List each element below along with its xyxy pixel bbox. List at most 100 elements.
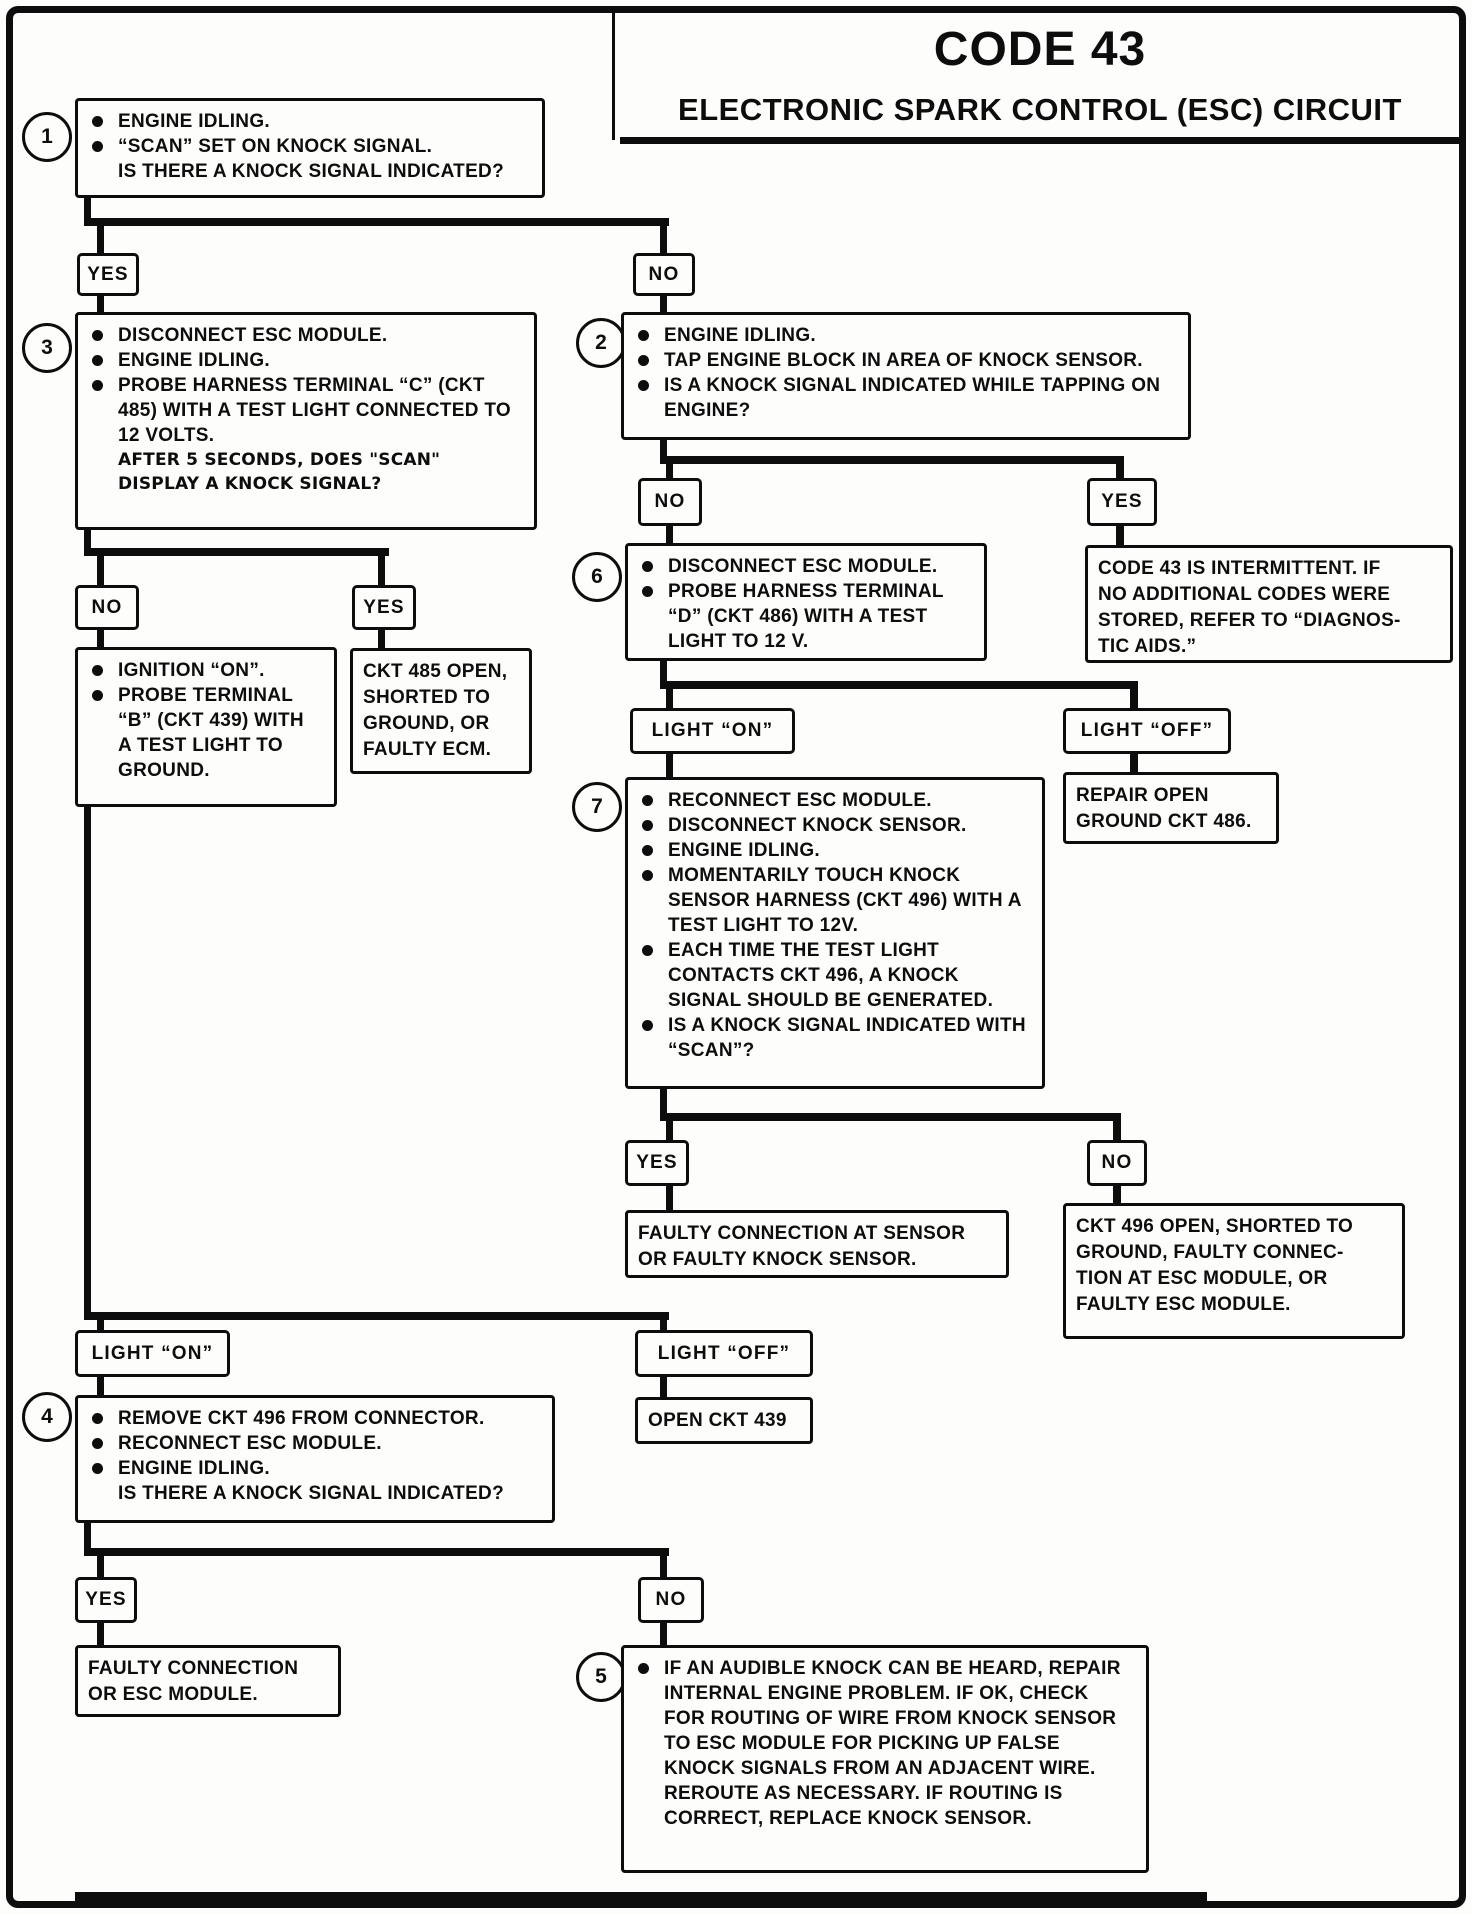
bullet-icon <box>642 845 653 856</box>
connector-line <box>84 807 91 1320</box>
result-line: FAULTY ECM. <box>363 739 492 760</box>
result-line: GROUND, OR <box>363 713 490 734</box>
yes-label-step1: YES <box>77 253 139 296</box>
connector-line <box>1116 526 1124 545</box>
step7-bullet-3: ENGINE IDLING. <box>668 840 820 861</box>
step-number-4: 4 <box>22 1392 72 1442</box>
no-label-step2: NO <box>638 478 702 526</box>
bullet-icon <box>642 1020 653 1031</box>
bullet-icon <box>92 330 103 341</box>
step3-bullet-3: PROBE HARNESS TERMINAL “C” (CKT 485) WIT… <box>118 375 511 446</box>
connector-line <box>1116 456 1124 478</box>
connector-line <box>660 218 667 253</box>
bullet-icon <box>92 690 103 701</box>
light-off-label-right: LIGHT “OFF” <box>1063 708 1231 754</box>
bullet-icon <box>638 355 649 366</box>
connector-line <box>378 548 385 585</box>
connector-line <box>660 1623 667 1645</box>
connector-line <box>660 1548 667 1577</box>
bullet-icon <box>638 1663 649 1674</box>
light-on-label-right: LIGHT “ON” <box>630 708 795 754</box>
bullet-icon <box>92 1438 103 1449</box>
connector-line <box>97 218 104 253</box>
intermittent-result-box: CODE 43 IS INTERMITTENT. IF NO ADDITIONA… <box>1085 545 1453 663</box>
step-number-6: 6 <box>572 552 622 602</box>
no-label-step7: NO <box>1087 1140 1147 1186</box>
connector-line <box>660 681 1138 689</box>
connector-line <box>378 630 385 648</box>
connector-line <box>84 198 91 222</box>
result-line: NO ADDITIONAL CODES WERE <box>1098 584 1391 605</box>
step7-bullet-4: MOMENTARILY TOUCH KNOCK SENSOR HARNESS (… <box>668 865 1022 936</box>
result-line: TIC AIDS.” <box>1098 636 1197 657</box>
step4-box: REMOVE CKT 496 FROM CONNECTOR. RECONNECT… <box>75 1395 555 1523</box>
step4-bullet-1: REMOVE CKT 496 FROM CONNECTOR. <box>118 1408 485 1429</box>
connector-line <box>660 296 667 312</box>
probe-b-bullet-1: IGNITION “ON”. <box>118 660 265 681</box>
bullet-icon <box>642 870 653 881</box>
connector-line <box>97 630 104 647</box>
yes-label-step2: YES <box>1087 478 1157 526</box>
connector-line <box>666 456 673 478</box>
result-line: FAULTY ESC MODULE. <box>1076 1294 1291 1315</box>
step4-bullet-3: ENGINE IDLING. <box>118 1458 270 1479</box>
probe-b-bullet-2: PROBE TERMINAL “B” (CKT 439) WITH A TEST… <box>118 685 304 781</box>
result-line: TION AT ESC MODULE, OR <box>1076 1268 1328 1289</box>
result-line: SHORTED TO <box>363 687 491 708</box>
faulty-esc-result-box: FAULTY CONNECTION OR ESC MODULE. <box>75 1645 341 1717</box>
yes-label-step3: YES <box>352 585 416 630</box>
connector-line <box>660 440 667 462</box>
connector-line <box>660 1312 667 1330</box>
connector-line <box>1130 754 1138 772</box>
result-line: CODE 43 IS INTERMITTENT. IF <box>1098 558 1381 579</box>
step1-bullet-1: ENGINE IDLING. <box>118 111 270 132</box>
connector-line <box>84 548 389 556</box>
step2-bullet-2: TAP ENGINE BLOCK IN AREA OF KNOCK SENSOR… <box>664 350 1143 371</box>
bullet-icon <box>642 820 653 831</box>
step4-question: IS THERE A KNOCK SIGNAL INDICATED? <box>118 1483 504 1504</box>
result-line: FAULTY CONNECTION <box>88 1658 299 1679</box>
connector-line <box>666 754 673 777</box>
step7-bullet-5: EACH TIME THE TEST LIGHT CONTACTS CKT 49… <box>668 940 994 1011</box>
ckt485-result-box: CKT 485 OPEN, SHORTED TO GROUND, OR FAUL… <box>350 648 532 774</box>
bullet-icon <box>642 945 653 956</box>
connector-line <box>84 1312 669 1320</box>
bullet-icon <box>92 1413 103 1424</box>
step5-box: IF AN AUDIBLE KNOCK CAN BE HEARD, REPAIR… <box>621 1645 1149 1873</box>
step6-bullet-2: PROBE HARNESS TERMINAL “D” (CKT 486) WIT… <box>668 581 944 652</box>
step6-bullet-1: DISCONNECT ESC MODULE. <box>668 556 938 577</box>
page-subtitle: ELECTRONIC SPARK CONTROL (ESC) CIRCUIT <box>620 92 1460 144</box>
footer-rule <box>75 1892 1207 1903</box>
step7-bullet-2: DISCONNECT KNOCK SENSOR. <box>668 815 967 836</box>
step1-bullet-2: “SCAN” SET ON KNOCK SIGNAL. <box>118 136 433 157</box>
step1-box: ENGINE IDLING. “SCAN” SET ON KNOCK SIGNA… <box>75 98 545 198</box>
step7-bullet-6: IS A KNOCK SIGNAL INDICATED WITH “SCAN”? <box>668 1015 1026 1061</box>
connector-line <box>1113 1113 1121 1140</box>
connector-line <box>97 1548 104 1577</box>
bullet-icon <box>92 380 103 391</box>
bullet-icon <box>92 141 103 152</box>
open-ckt439-result-box: OPEN CKT 439 <box>635 1397 813 1444</box>
step5-bullet-1: IF AN AUDIBLE KNOCK CAN BE HEARD, REPAIR… <box>664 1658 1121 1829</box>
step3-bullet-1: DISCONNECT ESC MODULE. <box>118 325 388 346</box>
light-on-label-left: LIGHT “ON” <box>75 1330 230 1377</box>
step7-box: RECONNECT ESC MODULE. DISCONNECT KNOCK S… <box>625 777 1045 1089</box>
step2-bullet-1: ENGINE IDLING. <box>664 325 816 346</box>
connector-line <box>660 1377 667 1397</box>
connector-line <box>1113 1186 1121 1203</box>
result-line: CKT 485 OPEN, <box>363 661 508 682</box>
connector-line <box>666 1186 673 1210</box>
probe-terminal-b-box: IGNITION “ON”. PROBE TERMINAL “B” (CKT 4… <box>75 647 337 807</box>
bullet-icon <box>642 561 653 572</box>
step6-box: DISCONNECT ESC MODULE. PROBE HARNESS TER… <box>625 543 987 661</box>
step-number-3: 3 <box>22 323 72 373</box>
bullet-icon <box>638 380 649 391</box>
result-line: GROUND, FAULTY CONNEC- <box>1076 1242 1344 1263</box>
connector-line <box>97 1312 104 1330</box>
connector-line <box>666 1113 673 1140</box>
yes-label-step7: YES <box>625 1140 689 1186</box>
step2-bullet-3: IS A KNOCK SIGNAL INDICATED WHILE TAPPIN… <box>664 375 1161 421</box>
bullet-icon <box>92 665 103 676</box>
repair-ground-result-box: REPAIR OPEN GROUND CKT 486. <box>1063 772 1279 844</box>
page-title: CODE 43 <box>933 23 1147 76</box>
